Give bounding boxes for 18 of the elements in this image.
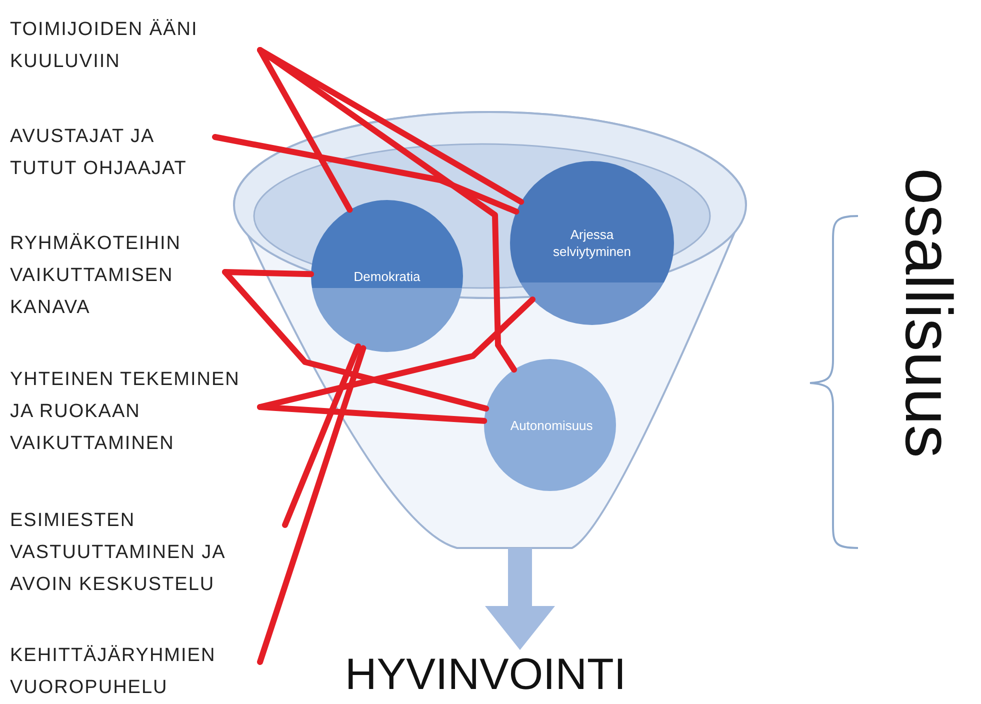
connector-line <box>222 269 490 412</box>
circle-label: Demokratia <box>354 268 420 284</box>
annotation-text: YHTEINEN TEKEMINEN JA RUOKAAN VAIKUTTAMINEN <box>10 364 260 460</box>
outcome-text: HYVINVOINTI <box>345 650 626 700</box>
connector-line <box>282 343 362 528</box>
connector-line <box>257 404 488 424</box>
annotation-text: TOIMIJOIDEN ÄÄNI KUULUVIIN <box>10 14 260 78</box>
annotation-text: AVUSTAJAT JA TUTUT OHJAAJAT <box>10 121 215 185</box>
annotation-text: RYHMÄKOTEIHIN VAIKUTTAMISEN KANAVA <box>10 228 225 324</box>
circle-label: Autonomisuus <box>510 416 590 434</box>
annotation-text: ESIMIESTEN VASTUUTTAMINEN JA AVOIN KESKUSTELU <box>10 505 285 601</box>
connector-line <box>257 47 518 373</box>
connector-line <box>212 134 520 215</box>
connector-line <box>257 345 366 665</box>
annotation-text: KEHITTÄJÄRYHMIEN VUOROPUHELU <box>10 640 260 704</box>
down-arrow <box>485 548 555 650</box>
circle-label: Arjessa selviytyminen <box>552 226 632 260</box>
vertical-label: osallisuus <box>893 168 965 458</box>
